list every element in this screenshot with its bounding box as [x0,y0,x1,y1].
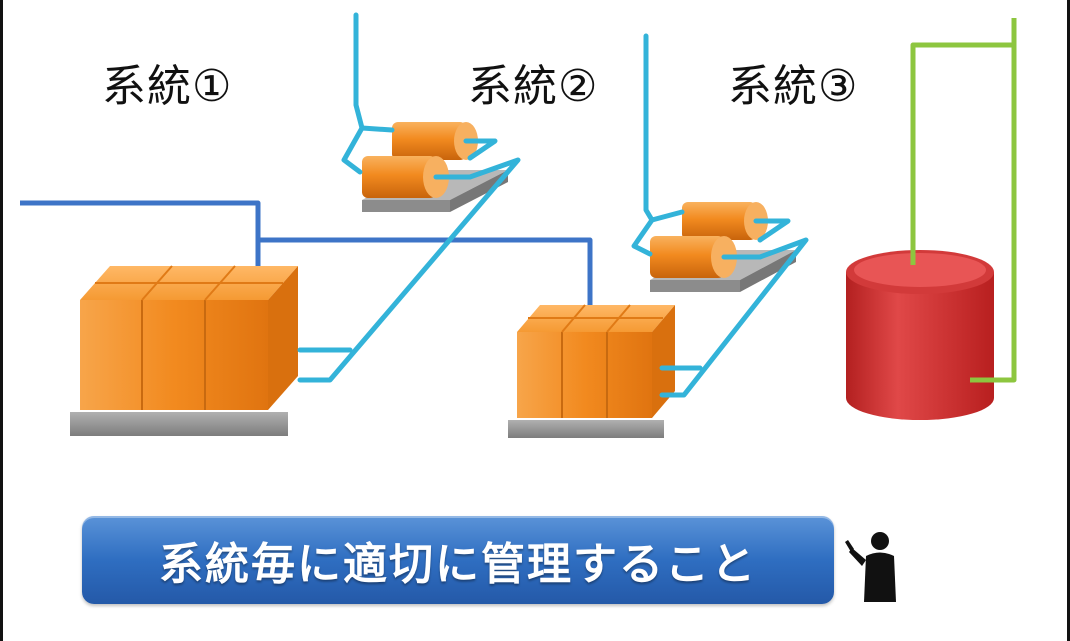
system-3-label: 系統③ [728,61,859,112]
system1-cyan-pipe [297,12,521,383]
system1-blue-pipe [20,200,593,315]
system2-cyan-pipe [631,33,809,398]
system1-tank-block [70,265,298,436]
system-1-label: 系統① [102,61,233,112]
presenter-silhouette-icon [845,532,896,602]
system-2-label: 系統② [468,61,599,112]
management-banner: 系統毎に適切に管理すること [82,516,834,604]
system3-red-tank [846,250,994,420]
banner-text: 系統毎に適切に管理すること [159,539,757,590]
system2-tank-block [508,304,675,438]
system3-green-pipe [910,18,1017,383]
